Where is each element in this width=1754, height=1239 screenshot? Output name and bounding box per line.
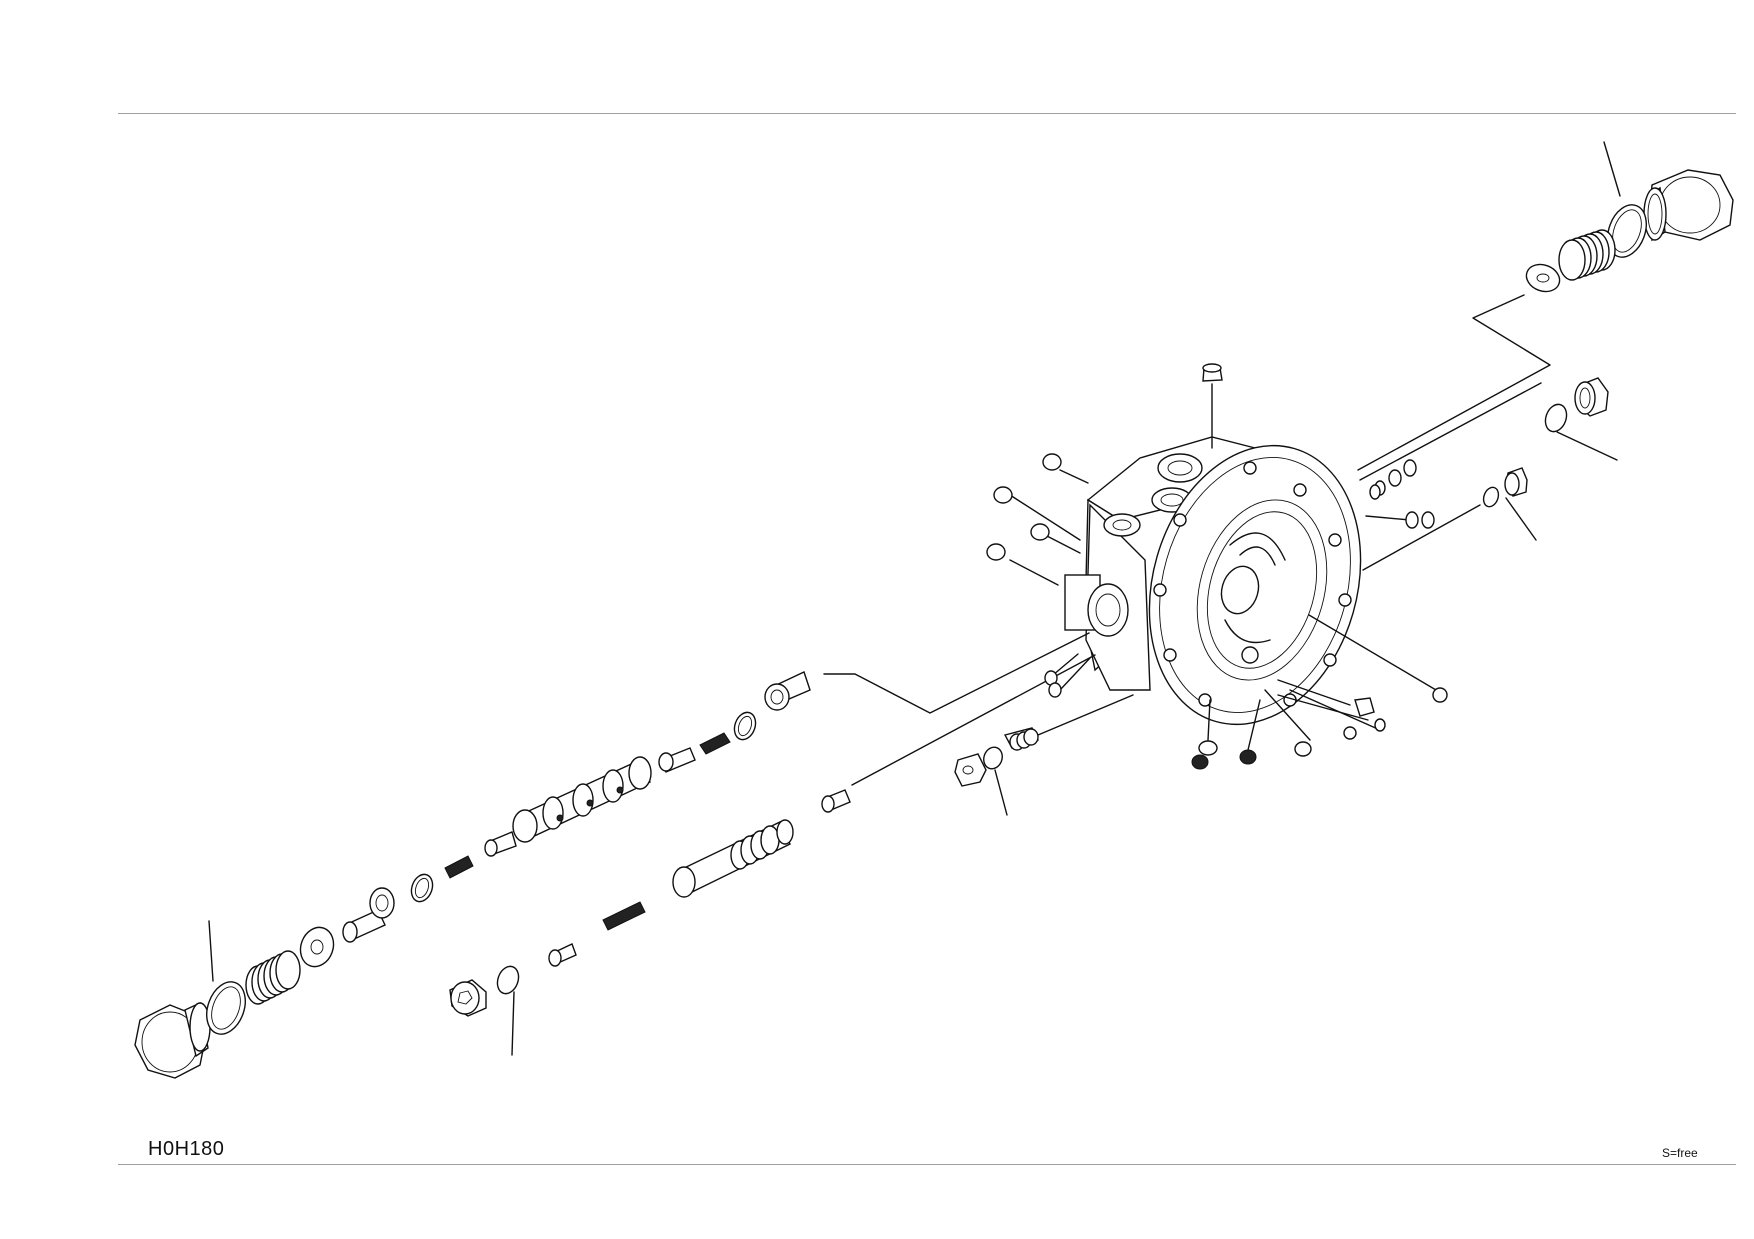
plug-right-upper — [1544, 377, 1609, 433]
small-plugs-left — [986, 453, 1062, 698]
plug-right-lower — [1482, 467, 1528, 508]
spring-top — [1558, 229, 1616, 281]
spring-bottom — [245, 950, 301, 1005]
shaft-assembly — [548, 789, 851, 967]
small-plugs-right — [1369, 459, 1435, 529]
bottom-fittings — [1191, 687, 1448, 770]
plug-bottom-small — [449, 965, 520, 1017]
bottom-rule — [118, 1164, 1736, 1165]
scale-note: S=free — [1662, 1146, 1698, 1160]
top-rule — [118, 113, 1736, 114]
o-ring-top — [1607, 204, 1647, 258]
valve-housing — [1064, 363, 1362, 726]
poppet-bottom — [342, 887, 395, 943]
drawing-code: H0H180 — [148, 1138, 225, 1160]
relief-valve-plug-bottom — [134, 1001, 211, 1079]
washer-bottom — [299, 926, 335, 968]
o-ring-bottom — [206, 981, 246, 1035]
spool-assembly — [410, 671, 811, 903]
washer-top — [1525, 263, 1561, 293]
relief-valve-plug-top — [1643, 169, 1734, 242]
check-valve-center — [954, 727, 1039, 787]
leader-lines — [208, 141, 1621, 1056]
